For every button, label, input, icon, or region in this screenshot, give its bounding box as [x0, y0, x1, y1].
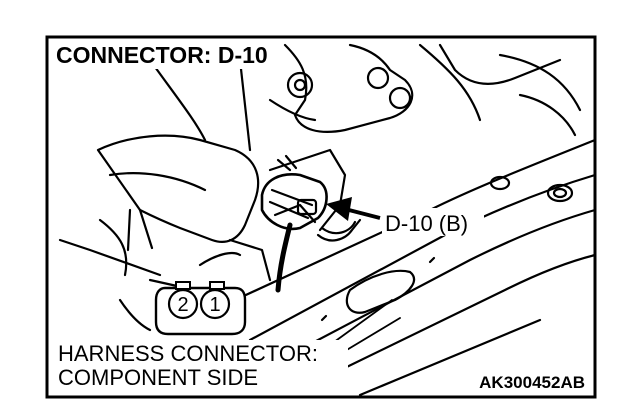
pin-1-label: 1 [209, 294, 220, 316]
figure-frame [45, 35, 597, 399]
engine-bay-illustration [58, 43, 597, 397]
callout-label: D-10 (B) [385, 211, 468, 236]
title-background [49, 39, 269, 69]
connector-body [260, 173, 328, 231]
figure-code: AK300452AB [479, 373, 585, 392]
connector-title: CONNECTOR: D-10 [56, 42, 268, 68]
harness-connector-face: 2 1 [154, 281, 247, 336]
pin-2-circle [167, 288, 199, 320]
harness-caption-line1: HARNESS CONNECTOR: [58, 341, 318, 366]
harness-caption-line2: COMPONENT SIDE [58, 365, 258, 390]
pin-2-label: 2 [177, 294, 188, 316]
pin-1-circle [199, 288, 231, 320]
callout-arrow [326, 197, 381, 221]
